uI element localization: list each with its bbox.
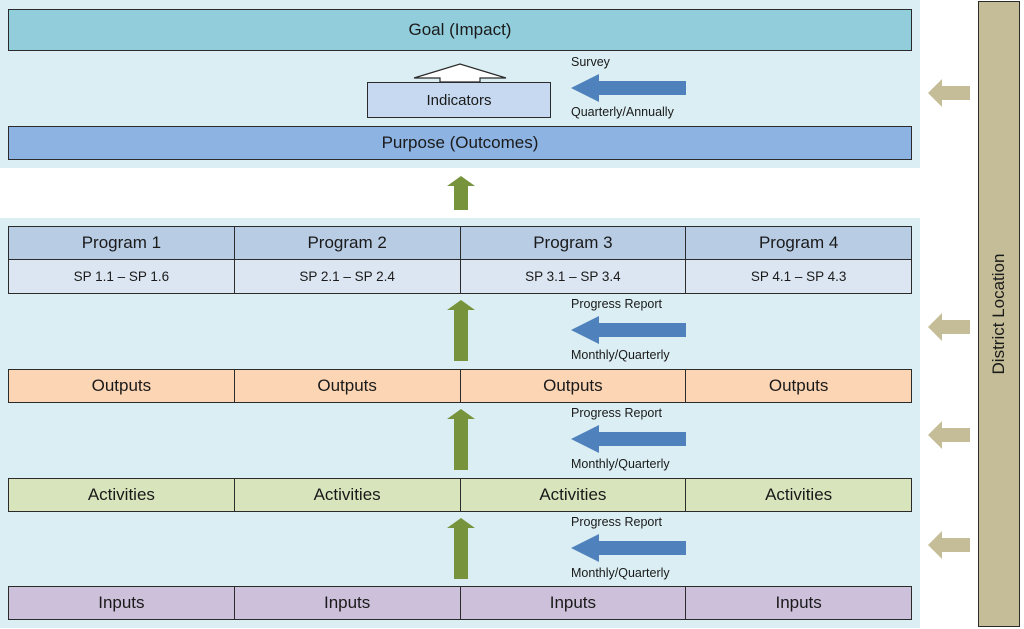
subprogram-row: SP 1.1 – SP 1.6 SP 2.1 – SP 2.4 SP 3.1 –… bbox=[8, 259, 912, 294]
outputs-cell: Outputs bbox=[461, 370, 687, 402]
program-header-row: Program 1 Program 2 Program 3 Program 4 bbox=[8, 226, 912, 260]
survey-arrow-icon bbox=[571, 74, 686, 102]
outputs-row: Outputs Outputs Outputs Outputs bbox=[8, 369, 912, 403]
up-arrow-icon bbox=[447, 300, 475, 361]
up-arrow-icon bbox=[447, 518, 475, 579]
subprogram-cell: SP 2.1 – SP 2.4 bbox=[235, 260, 461, 293]
goal-box: Goal (Impact) bbox=[8, 9, 912, 51]
activities-cell: Activities bbox=[235, 479, 461, 511]
district-arrow-icon bbox=[928, 421, 970, 449]
outputs-cell: Outputs bbox=[235, 370, 461, 402]
progress-arrow-icon bbox=[571, 534, 686, 562]
inputs-cell: Inputs bbox=[235, 587, 461, 619]
inputs-cell: Inputs bbox=[775, 593, 822, 612]
up-arrow-icon bbox=[447, 409, 475, 470]
progress-report-note: Progress Report bbox=[571, 297, 663, 311]
outputs-cell: Outputs bbox=[768, 376, 829, 395]
inputs-row: Inputs Inputs Inputs Inputs bbox=[8, 586, 912, 620]
up-arrow-icon bbox=[447, 176, 475, 210]
district-location-label: District Location bbox=[989, 253, 1008, 375]
progress-frequency: Monthly/Quarterly bbox=[571, 348, 670, 362]
progress-report-note: Progress Report bbox=[571, 406, 663, 420]
subprogram-cell: SP 4.1 – SP 4.3 bbox=[750, 269, 847, 284]
program-cell: Program 3 bbox=[461, 227, 687, 259]
indicators-box: Indicators bbox=[367, 82, 551, 118]
activities-cell: Activities bbox=[765, 485, 833, 504]
progress-report-note: Progress Report bbox=[571, 515, 663, 529]
district-arrow-icon bbox=[928, 79, 970, 107]
progress-arrow-icon bbox=[571, 316, 686, 344]
indicators-hollow-arrow-icon bbox=[413, 63, 507, 83]
district-arrow-icon bbox=[928, 313, 970, 341]
indicators-label: Indicators bbox=[426, 91, 492, 109]
activities-row: Activities Activities Activities Activit… bbox=[8, 478, 912, 512]
purpose-label: Purpose (Outcomes) bbox=[381, 133, 539, 152]
district-arrow-icon bbox=[928, 531, 970, 559]
district-location-bar: District Location bbox=[978, 1, 1020, 627]
progress-frequency: Monthly/Quarterly bbox=[571, 457, 670, 471]
subprogram-cell: SP 3.1 – SP 3.4 bbox=[461, 260, 687, 293]
survey-note: Survey bbox=[571, 55, 610, 69]
subprogram-cell: SP 1.1 – SP 1.6 bbox=[9, 260, 235, 293]
activities-cell: Activities bbox=[461, 479, 687, 511]
goal-label: Goal (Impact) bbox=[408, 20, 512, 39]
inputs-cell: Inputs bbox=[9, 587, 235, 619]
progress-arrow-icon bbox=[571, 425, 686, 453]
program-cell: Program 4 bbox=[758, 233, 839, 252]
outputs-cell: Outputs bbox=[9, 370, 235, 402]
inputs-cell: Inputs bbox=[461, 587, 687, 619]
purpose-box: Purpose (Outcomes) bbox=[8, 126, 912, 160]
progress-frequency: Monthly/Quarterly bbox=[571, 566, 670, 580]
program-cell: Program 2 bbox=[235, 227, 461, 259]
activities-cell: Activities bbox=[9, 479, 235, 511]
program-cell: Program 1 bbox=[9, 227, 235, 259]
survey-frequency: Quarterly/Annually bbox=[571, 105, 674, 119]
